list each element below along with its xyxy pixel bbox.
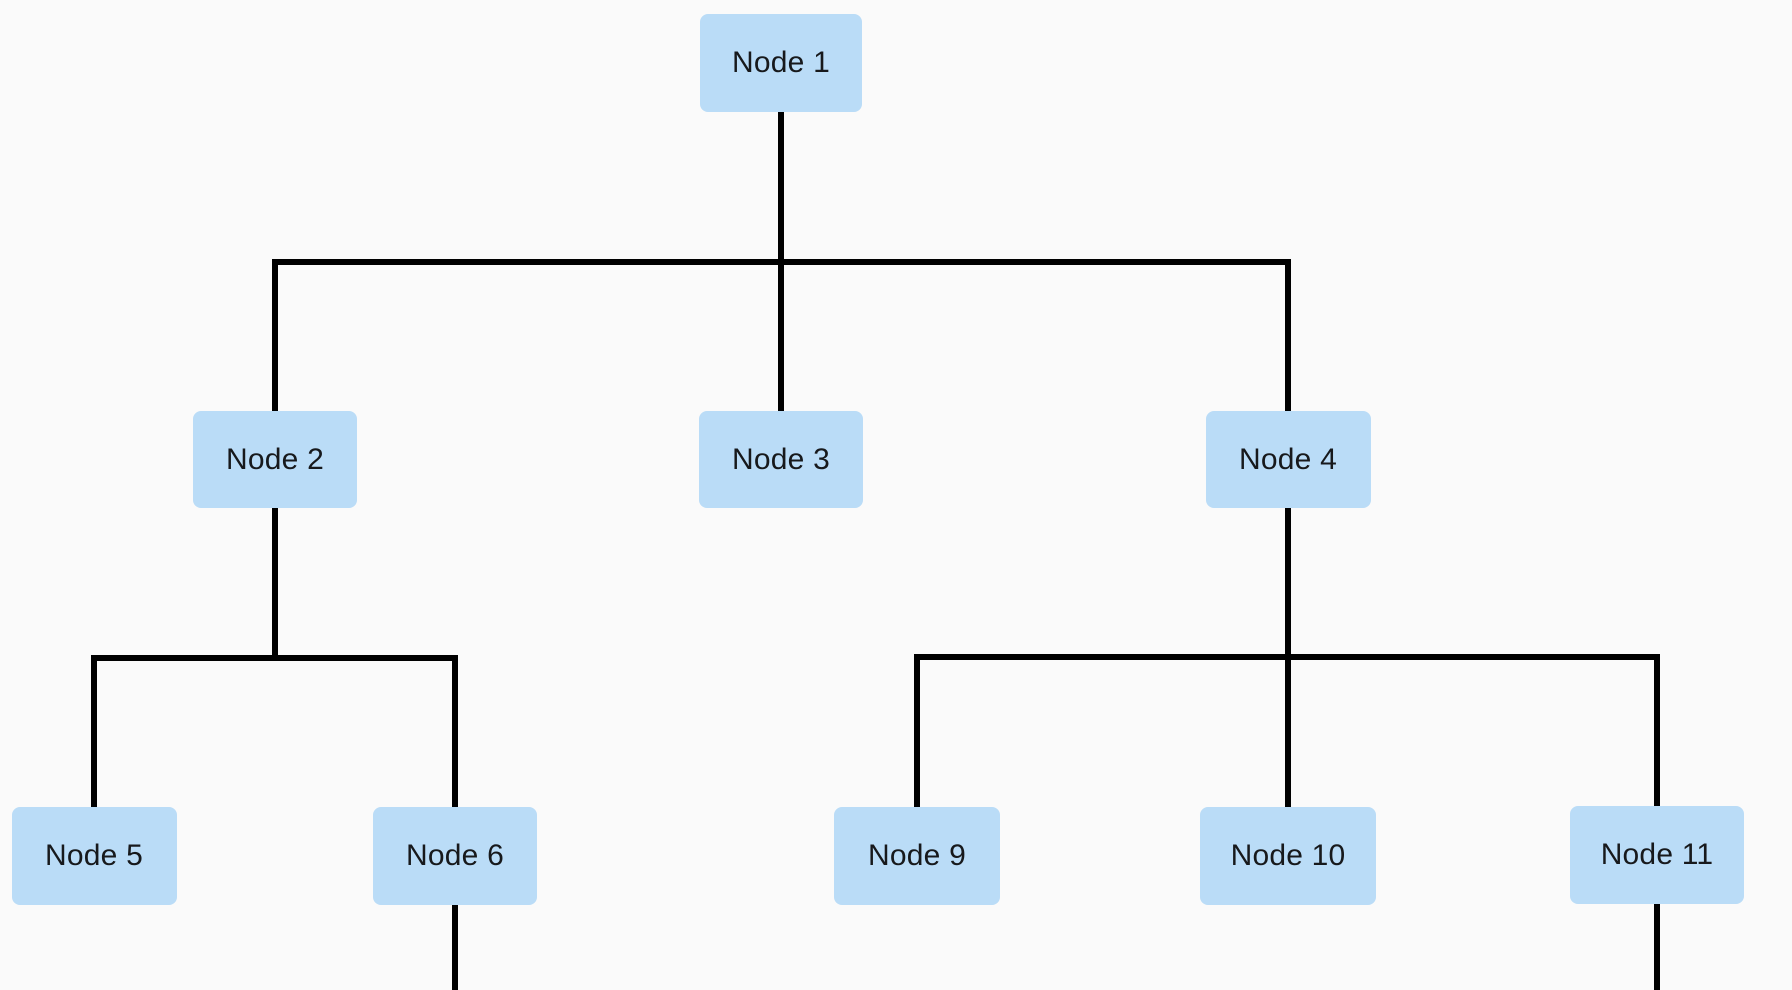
edge-segment bbox=[91, 655, 97, 807]
tree-node-4[interactable]: Node 4 bbox=[1205, 411, 1371, 508]
tree-node-5[interactable]: Node 5 bbox=[11, 807, 177, 905]
tree-node-3[interactable]: Node 3 bbox=[699, 411, 863, 508]
edge-segment bbox=[1654, 904, 1660, 990]
tree-node-1[interactable]: Node 1 bbox=[700, 14, 862, 112]
tree-node-6[interactable]: Node 6 bbox=[373, 807, 537, 905]
edge-segment bbox=[272, 259, 278, 411]
edge-segment bbox=[1654, 654, 1660, 806]
node-label: Node 2 bbox=[226, 442, 324, 476]
edge-segment bbox=[452, 905, 458, 990]
edge-segment bbox=[778, 259, 784, 411]
edge-segment bbox=[91, 655, 458, 661]
tree-node-9[interactable]: Node 9 bbox=[834, 807, 1000, 905]
node-label: Node 10 bbox=[1230, 839, 1346, 872]
edge-segment bbox=[1285, 654, 1291, 807]
node-label: Node 5 bbox=[45, 839, 143, 872]
node-label: Node 4 bbox=[1239, 442, 1337, 476]
edge-segment bbox=[914, 654, 920, 807]
tree-node-11[interactable]: Node 11 bbox=[1570, 806, 1744, 904]
node-label: Node 1 bbox=[732, 46, 830, 79]
node-label: Node 11 bbox=[1600, 838, 1714, 871]
edge-segment bbox=[1285, 259, 1291, 411]
node-label: Node 9 bbox=[868, 839, 966, 872]
node-label: Node 6 bbox=[406, 839, 504, 872]
tree-node-10[interactable]: Node 10 bbox=[1200, 807, 1376, 905]
edge-segment bbox=[1285, 508, 1291, 660]
tree-node-2[interactable]: Node 2 bbox=[193, 411, 357, 508]
edge-segment bbox=[778, 112, 784, 265]
edge-segment bbox=[452, 655, 458, 807]
node-label: Node 3 bbox=[732, 442, 830, 476]
edge-segment bbox=[272, 508, 278, 661]
